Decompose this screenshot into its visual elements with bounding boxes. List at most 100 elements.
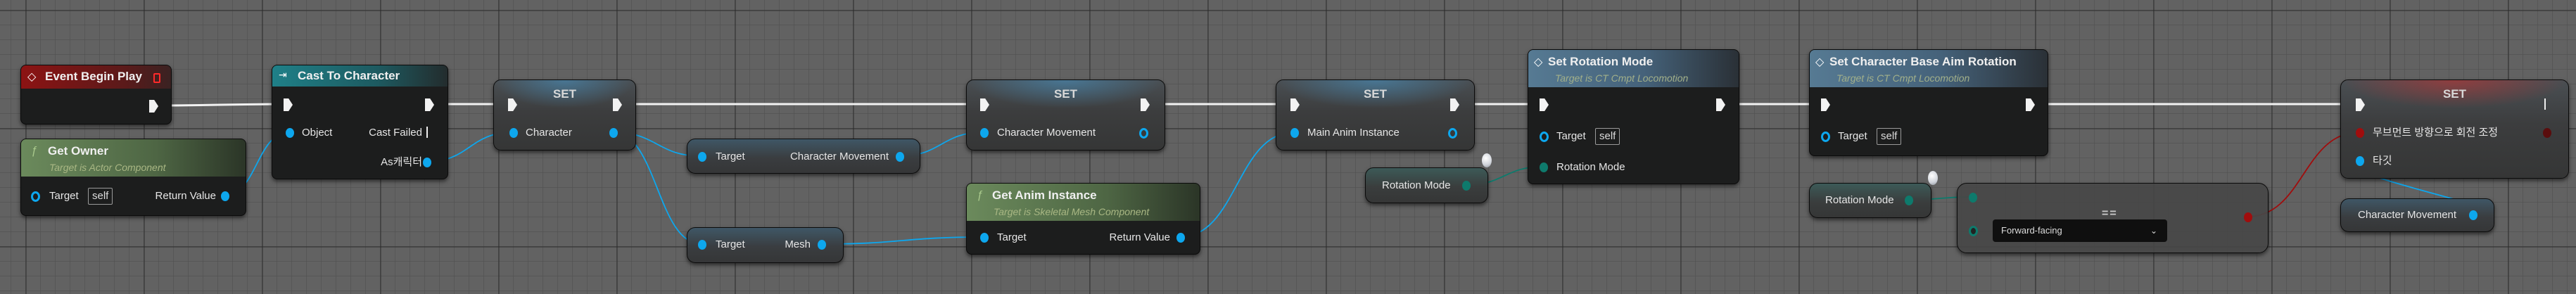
rotation-mode-pin[interactable]	[1540, 162, 1548, 172]
reroute-knot[interactable]	[1482, 153, 1492, 167]
rotation-mode-pin[interactable]	[1462, 181, 1471, 191]
node-title: Get Anim Instance	[992, 188, 1097, 202]
function-icon: ƒ	[977, 189, 983, 201]
character-movement-pin[interactable]	[896, 152, 904, 162]
character-in-pin[interactable]	[509, 128, 518, 138]
cast-arrow-icon: ⇥	[279, 69, 287, 80]
set-orient-rotation-node[interactable]: SET 무브먼트 방향으로 회전 조정 타깃	[2340, 79, 2569, 179]
main-anim-instance-in-pin[interactable]	[1290, 128, 1299, 138]
rotation-mode-label: Rotation Mode	[1556, 161, 1625, 173]
return-value-pin[interactable]	[1176, 233, 1185, 243]
character-out-pin[interactable]	[609, 128, 618, 138]
a-input-pin[interactable]	[1969, 193, 1977, 203]
mesh-pin[interactable]	[818, 240, 826, 250]
target-label: Target	[716, 238, 745, 250]
get-character-movement-node[interactable]: Target Character Movement	[687, 139, 920, 174]
node-header	[1276, 80, 1474, 108]
set-character-movement-node[interactable]: SET Character Movement	[966, 79, 1165, 151]
node-title: Set Character Base Aim Rotation	[1829, 55, 2017, 68]
result-pin[interactable]	[2244, 212, 2252, 222]
target-pin[interactable]	[698, 152, 706, 162]
node-title: SET	[1053, 87, 1078, 101]
exec-in-pin[interactable]	[1290, 98, 1300, 111]
node-title: Cast To Character	[298, 69, 400, 82]
exec-out-pin[interactable]	[149, 100, 158, 113]
b-input-pin[interactable]	[1969, 226, 1978, 236]
exec-out-pin[interactable]	[2026, 98, 2035, 111]
as-character-pin[interactable]	[423, 158, 431, 167]
delegate-pin-icon[interactable]	[153, 73, 160, 83]
node-subtitle: Target is CT Cmpt Locomotion	[1555, 72, 1689, 84]
enum-dropdown[interactable]: Forward-facing ⌄	[1993, 219, 2167, 242]
event-diamond-icon: ◇	[1534, 56, 1543, 68]
orient-rotation-in-pin[interactable]	[2356, 128, 2364, 138]
set-character-node[interactable]: SET Character	[493, 79, 636, 151]
exec-in-pin[interactable]	[508, 98, 517, 111]
set-main-anim-instance-node[interactable]: SET Main Anim Instance	[1276, 79, 1475, 151]
exec-in-pin[interactable]	[1540, 98, 1549, 111]
return-value-pin[interactable]	[221, 191, 229, 201]
node-header	[967, 184, 1200, 221]
node-subtitle: Target is Skeletal Mesh Component	[994, 206, 1150, 217]
return-value-label: Return Value	[155, 190, 216, 202]
node-header	[21, 65, 171, 89]
exec-out-pin[interactable]	[2544, 98, 2551, 110]
cast-failed-label: Cast Failed	[369, 127, 422, 139]
node-title: Get Owner	[48, 144, 108, 158]
node-header	[967, 80, 1165, 108]
exec-wire	[152, 103, 288, 107]
get-mesh-node[interactable]: Target Mesh	[687, 227, 844, 263]
exec-in-pin[interactable]	[2356, 98, 2365, 111]
character-movement-out-pin[interactable]	[1139, 128, 1148, 139]
target-pin[interactable]	[698, 240, 706, 250]
get-owner-node[interactable]: ƒ Get Owner Target is Actor Component Ta…	[20, 139, 246, 216]
cast-to-character-node[interactable]: ⇥ Cast To Character Object Cast Failed A…	[272, 65, 448, 179]
event-begin-play-node[interactable]: ◇ Event Begin Play	[20, 65, 172, 124]
return-value-label: Return Value	[1109, 231, 1170, 243]
target-pin[interactable]	[1540, 132, 1549, 142]
equal-enum-node[interactable]: == Forward-facing ⌄	[1957, 183, 2269, 253]
node-title: SET	[552, 87, 577, 101]
set-character-base-aim-rotation-node[interactable]: ◇ Set Character Base Aim Rotation Target…	[1809, 49, 2048, 156]
main-anim-instance-out-pin[interactable]	[1448, 128, 1457, 139]
character-movement-in-pin[interactable]	[980, 128, 989, 138]
set-rotation-mode-node[interactable]: ◇ Set Rotation Mode Target is CT Cmpt Lo…	[1528, 49, 1739, 184]
reroute-knot[interactable]	[1928, 171, 1938, 185]
character-label: Character	[526, 127, 572, 139]
orient-rotation-out-pin[interactable]	[2543, 128, 2551, 138]
node-subtitle: Target is Actor Component	[49, 162, 166, 173]
function-icon: ƒ	[31, 145, 37, 157]
target-self-field[interactable]: self	[1595, 128, 1620, 145]
rotation-mode-getter-node[interactable]: Rotation Mode	[1809, 183, 1931, 218]
node-header	[1528, 50, 1739, 87]
character-movement-pin[interactable]	[2469, 210, 2477, 220]
dropdown-value: Forward-facing	[2001, 225, 2062, 236]
target-pin[interactable]	[2356, 156, 2364, 166]
get-anim-instance-node[interactable]: ƒ Get Anim Instance Target is Skeletal M…	[966, 183, 1200, 255]
exec-out-pin[interactable]	[1716, 98, 1725, 111]
exec-in-pin[interactable]	[284, 98, 293, 111]
cast-failed-pin[interactable]	[426, 127, 433, 138]
event-diamond-icon: ◇	[1815, 56, 1825, 68]
node-title: SET	[2442, 87, 2467, 101]
exec-out-pin[interactable]	[425, 98, 434, 111]
object-pin[interactable]	[286, 128, 294, 138]
target-label: 타깃	[2373, 155, 2392, 167]
exec-in-pin[interactable]	[1821, 98, 1830, 111]
target-pin[interactable]	[980, 233, 989, 243]
target-self-field[interactable]: self	[1877, 128, 1902, 145]
target-pin[interactable]	[1821, 132, 1830, 142]
rotation-mode-getter-node[interactable]: Rotation Mode	[1365, 167, 1488, 203]
character-movement-label: Character Movement	[789, 151, 889, 162]
target-label: Target	[1556, 130, 1586, 142]
target-pin[interactable]	[31, 191, 40, 202]
rotation-mode-label: Rotation Mode	[1825, 194, 1894, 206]
target-self-field[interactable]: self	[88, 188, 113, 205]
character-movement-getter-node[interactable]: Character Movement	[2340, 198, 2494, 232]
node-header	[494, 80, 635, 108]
event-diamond-icon: ◇	[27, 71, 37, 83]
node-title: Set Rotation Mode	[1548, 55, 1654, 68]
exec-in-pin[interactable]	[980, 98, 989, 111]
rotation-mode-pin[interactable]	[1905, 196, 1913, 205]
target-label: Target	[997, 231, 1027, 243]
